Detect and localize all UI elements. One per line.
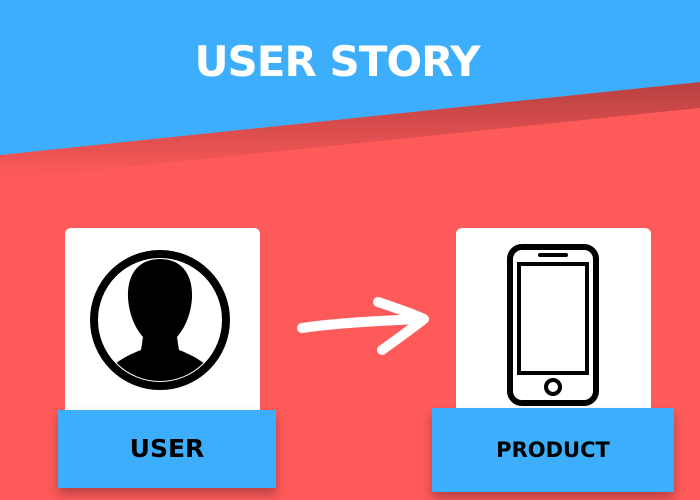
product-label-box: PRODUCT [432, 408, 674, 492]
smartphone-icon [507, 244, 599, 406]
user-label: USER [129, 434, 205, 463]
right-arrow-icon [297, 297, 429, 355]
user-label-box: USER [58, 410, 276, 488]
product-label: PRODUCT [496, 438, 610, 462]
user-card [65, 228, 260, 418]
page-title: USER STORY [194, 37, 480, 86]
diagonal-shadow [0, 82, 700, 180]
user-silhouette-icon [90, 250, 230, 390]
product-card [456, 228, 651, 418]
blue-top-band [0, 0, 700, 155]
